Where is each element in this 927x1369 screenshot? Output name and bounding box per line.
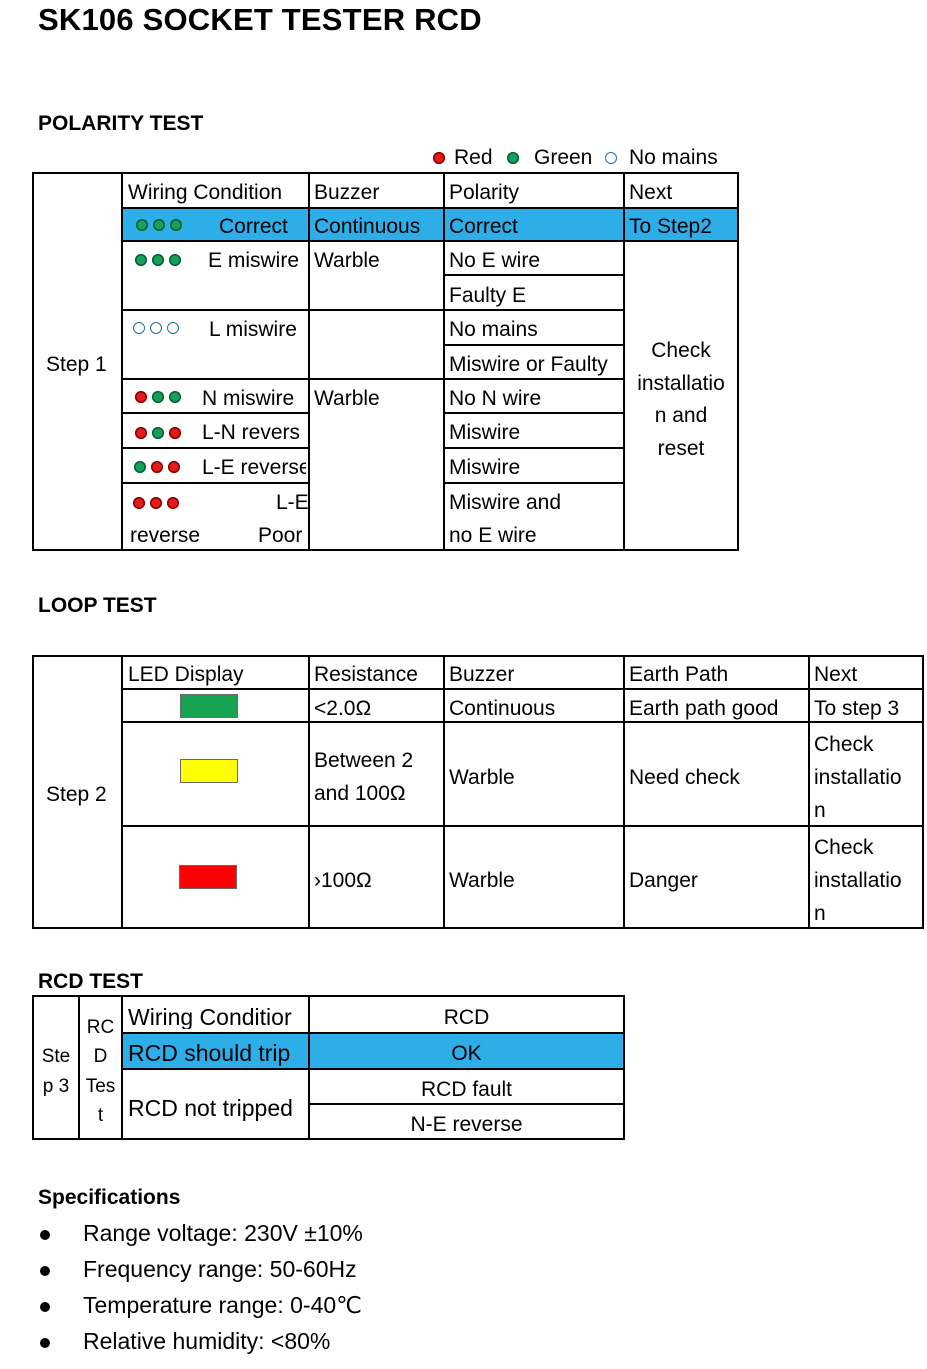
bullet-icon — [40, 1230, 50, 1240]
red-dot-icon — [150, 497, 162, 509]
green-dot-icon — [170, 219, 182, 231]
header-rcd: RCD — [443, 1006, 490, 1029]
no-mains-dot-icon — [167, 322, 179, 334]
wiring-correct: Correct — [219, 215, 288, 238]
bullet-icon — [40, 1266, 50, 1276]
resistance-value: <2.0Ω — [314, 697, 372, 720]
buzzer-warble: Warble — [314, 249, 380, 272]
earth-path-value: Earth path good — [629, 697, 779, 720]
next-line2: installatio — [814, 869, 902, 892]
bullet-icon — [40, 1338, 50, 1348]
green-dot-icon — [153, 219, 165, 231]
next-line1: Check — [814, 836, 874, 859]
header-wiring-condition: Wiring Conditior — [128, 1006, 292, 1029]
polarity-no-e-wire-2: no E wire — [449, 524, 537, 547]
green-dot-icon — [507, 152, 519, 164]
legend-no-mains-label: No mains — [629, 146, 718, 169]
rcd-fault: RCD fault — [420, 1078, 513, 1101]
header-led-display: LED Display — [128, 663, 244, 686]
polarity-miswire-or-faulty: Miswire or Faulty — [449, 353, 608, 376]
red-dot-icon — [135, 391, 147, 403]
wiring-l-miswire: L miswire — [209, 318, 297, 341]
document-title: SK106 SOCKET TESTER RCD — [38, 2, 482, 37]
buzzer-value: Continuous — [449, 697, 556, 720]
legend-green-label: Green — [534, 146, 593, 169]
red-dot-icon — [168, 461, 180, 473]
wiring-rcd-should-trip: RCD should trip — [128, 1040, 291, 1066]
polarity-no-n-wire: No N wire — [449, 387, 542, 410]
wiring-rcd-not-tripped: RCD not tripped — [128, 1095, 293, 1121]
red-led-icon — [179, 865, 237, 889]
earth-path-value: Need check — [629, 766, 740, 789]
resistance-value: ›100Ω — [314, 869, 372, 892]
no-mains-dot-icon — [605, 152, 617, 164]
red-dot-icon — [167, 497, 179, 509]
next-line3: n — [814, 902, 826, 925]
red-dot-icon — [169, 427, 181, 439]
specifications-heading: Specifications — [38, 1186, 181, 1209]
resistance-line2: and 100Ω — [314, 782, 406, 805]
green-dot-icon — [169, 254, 181, 266]
header-next: Next — [814, 663, 858, 686]
next-line1: Check — [814, 733, 874, 756]
red-dot-icon — [433, 152, 445, 164]
wiring-e-miswire: E miswire — [208, 249, 300, 272]
loop-test-heading: LOOP TEST — [38, 594, 157, 617]
header-polarity: Polarity — [449, 181, 520, 204]
header-resistance: Resistance — [314, 663, 418, 686]
earth-path-value: Danger — [629, 869, 698, 892]
wiring-ln-reverse: L-N revers — [202, 421, 301, 444]
polarity-miswire: Miswire — [449, 456, 521, 479]
step-1-label: Step 1 — [46, 353, 107, 376]
step-2-label: Step 2 — [46, 783, 107, 806]
wiring-n-miswire: N miswire — [202, 387, 295, 410]
red-dot-icon — [135, 427, 147, 439]
rcd-test-heading: RCD TEST — [38, 970, 143, 993]
polarity-correct: Correct — [449, 215, 518, 238]
no-mains-dot-icon — [133, 322, 145, 334]
green-dot-icon — [152, 391, 164, 403]
wiring-le-line1: L-E — [276, 491, 309, 514]
green-dot-icon — [134, 461, 146, 473]
red-dot-icon — [151, 461, 163, 473]
rcd-ok: OK — [451, 1042, 482, 1065]
should-trip-row-highlight — [123, 1034, 624, 1068]
next-value: To step 3 — [814, 697, 900, 720]
polarity-faulty-e: Faulty E — [449, 284, 527, 307]
rcd-ne-reverse: N-E reverse — [410, 1113, 523, 1136]
header-next: Next — [629, 181, 673, 204]
polarity-test-heading: POLARITY TEST — [38, 112, 204, 135]
yellow-led-icon — [180, 759, 238, 783]
bullet-icon — [40, 1302, 50, 1312]
header-buzzer: Buzzer — [314, 181, 380, 204]
red-dot-icon — [133, 497, 145, 509]
polarity-no-e-wire: No E wire — [449, 249, 541, 272]
wiring-poor-line2: Poor — [258, 524, 303, 547]
header-buzzer: Buzzer — [449, 663, 515, 686]
buzzer-warble: Warble — [314, 387, 380, 410]
green-dot-icon — [169, 391, 181, 403]
legend-red-label: Red — [454, 146, 493, 169]
buzzer-value: Warble — [449, 869, 515, 892]
polarity-no-mains: No mains — [449, 318, 538, 341]
green-dot-icon — [136, 219, 148, 231]
wiring-le-reverse: L-E reverse — [202, 457, 306, 478]
resistance-line1: Between 2 — [314, 749, 414, 772]
green-dot-icon — [152, 427, 164, 439]
next-to-step2: To Step2 — [629, 215, 712, 238]
next-line3: n — [814, 799, 826, 822]
no-mains-dot-icon — [150, 322, 162, 334]
polarity-miswire-and: Miswire and — [449, 491, 562, 514]
header-earth-path: Earth Path — [629, 663, 729, 686]
green-dot-icon — [135, 254, 147, 266]
next-line2: installatio — [814, 766, 902, 789]
header-wiring-condition: Wiring Condition — [128, 181, 283, 204]
green-dot-icon — [152, 254, 164, 266]
buzzer-continuous: Continuous — [314, 215, 421, 238]
green-led-icon — [180, 694, 238, 718]
correct-row-highlight — [123, 209, 738, 241]
buzzer-value: Warble — [449, 766, 515, 789]
wiring-reverse-line2: reverse — [130, 524, 201, 547]
polarity-miswire: Miswire — [449, 421, 521, 444]
